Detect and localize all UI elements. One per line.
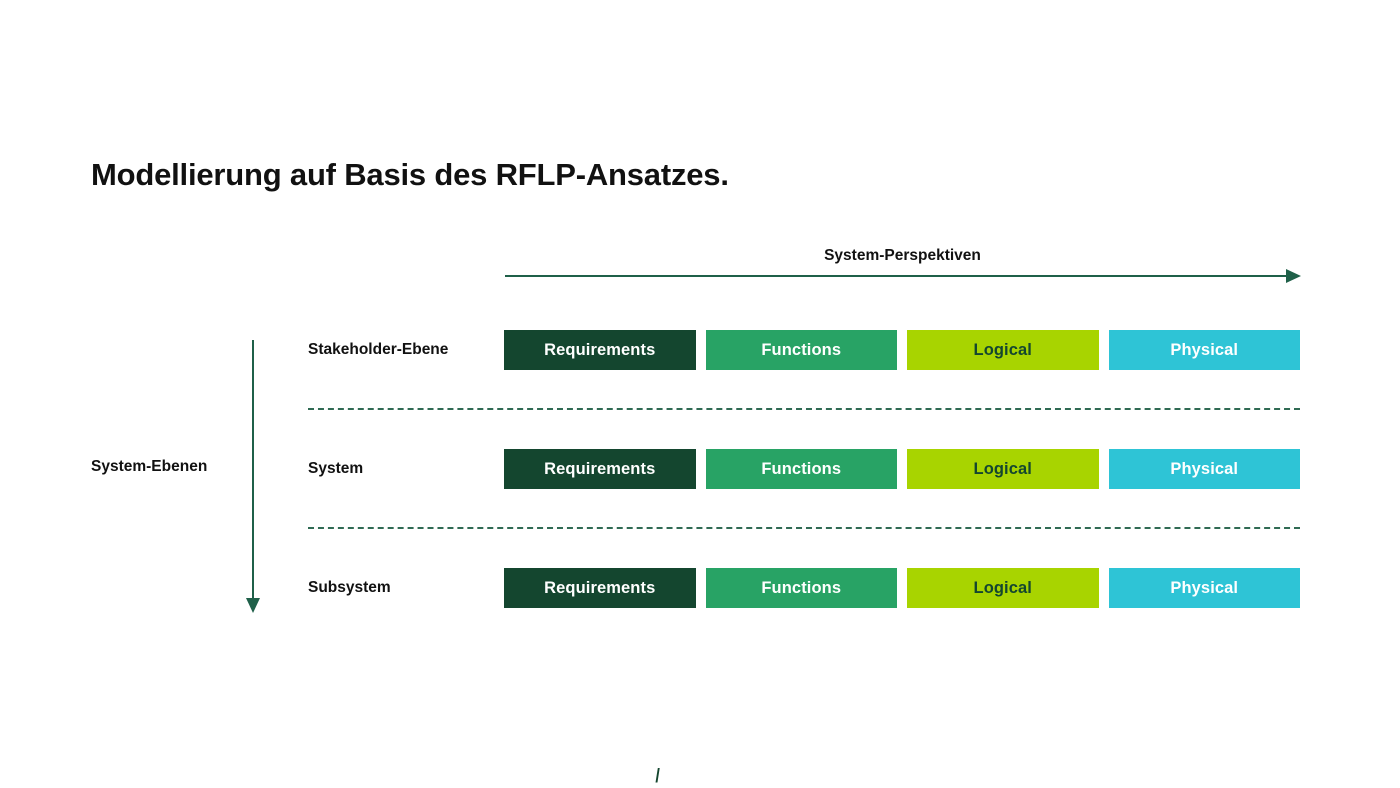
matrix-cell-physical[interactable]: Physical: [1108, 330, 1300, 370]
matrix-cell-physical[interactable]: Physical: [1108, 568, 1300, 608]
vertical-axis-line: [252, 340, 254, 602]
matrix-cell-requirements[interactable]: Requirements: [504, 449, 696, 489]
horizontal-axis-label: System-Perspektiven: [824, 247, 981, 264]
arrow-right-icon: [1286, 269, 1301, 283]
row-divider: [308, 527, 1300, 529]
arrow-down-icon: [246, 598, 260, 613]
row-label: Subsystem: [308, 579, 391, 596]
matrix-cell-requirements[interactable]: Requirements: [504, 568, 696, 608]
page-title: Modellierung auf Basis des RFLP-Ansatzes…: [91, 157, 729, 192]
footer-slash-mark: /: [655, 766, 660, 787]
row-divider: [308, 408, 1300, 410]
matrix-cell-requirements[interactable]: Requirements: [504, 330, 696, 370]
matrix-cell-physical[interactable]: Physical: [1108, 449, 1300, 489]
matrix-cell-logical[interactable]: Logical: [907, 568, 1099, 608]
matrix-cell-functions[interactable]: Functions: [705, 449, 897, 489]
matrix-cell-logical[interactable]: Logical: [907, 330, 1099, 370]
row-label: System: [308, 460, 364, 477]
matrix-cell-logical[interactable]: Logical: [907, 449, 1099, 489]
vertical-axis-label: System-Ebenen: [91, 458, 208, 475]
matrix-cell-functions[interactable]: Functions: [705, 568, 897, 608]
matrix-cell-functions[interactable]: Functions: [705, 330, 897, 370]
row-label: Stakeholder-Ebene: [308, 341, 449, 358]
horizontal-axis-line: [505, 275, 1287, 277]
